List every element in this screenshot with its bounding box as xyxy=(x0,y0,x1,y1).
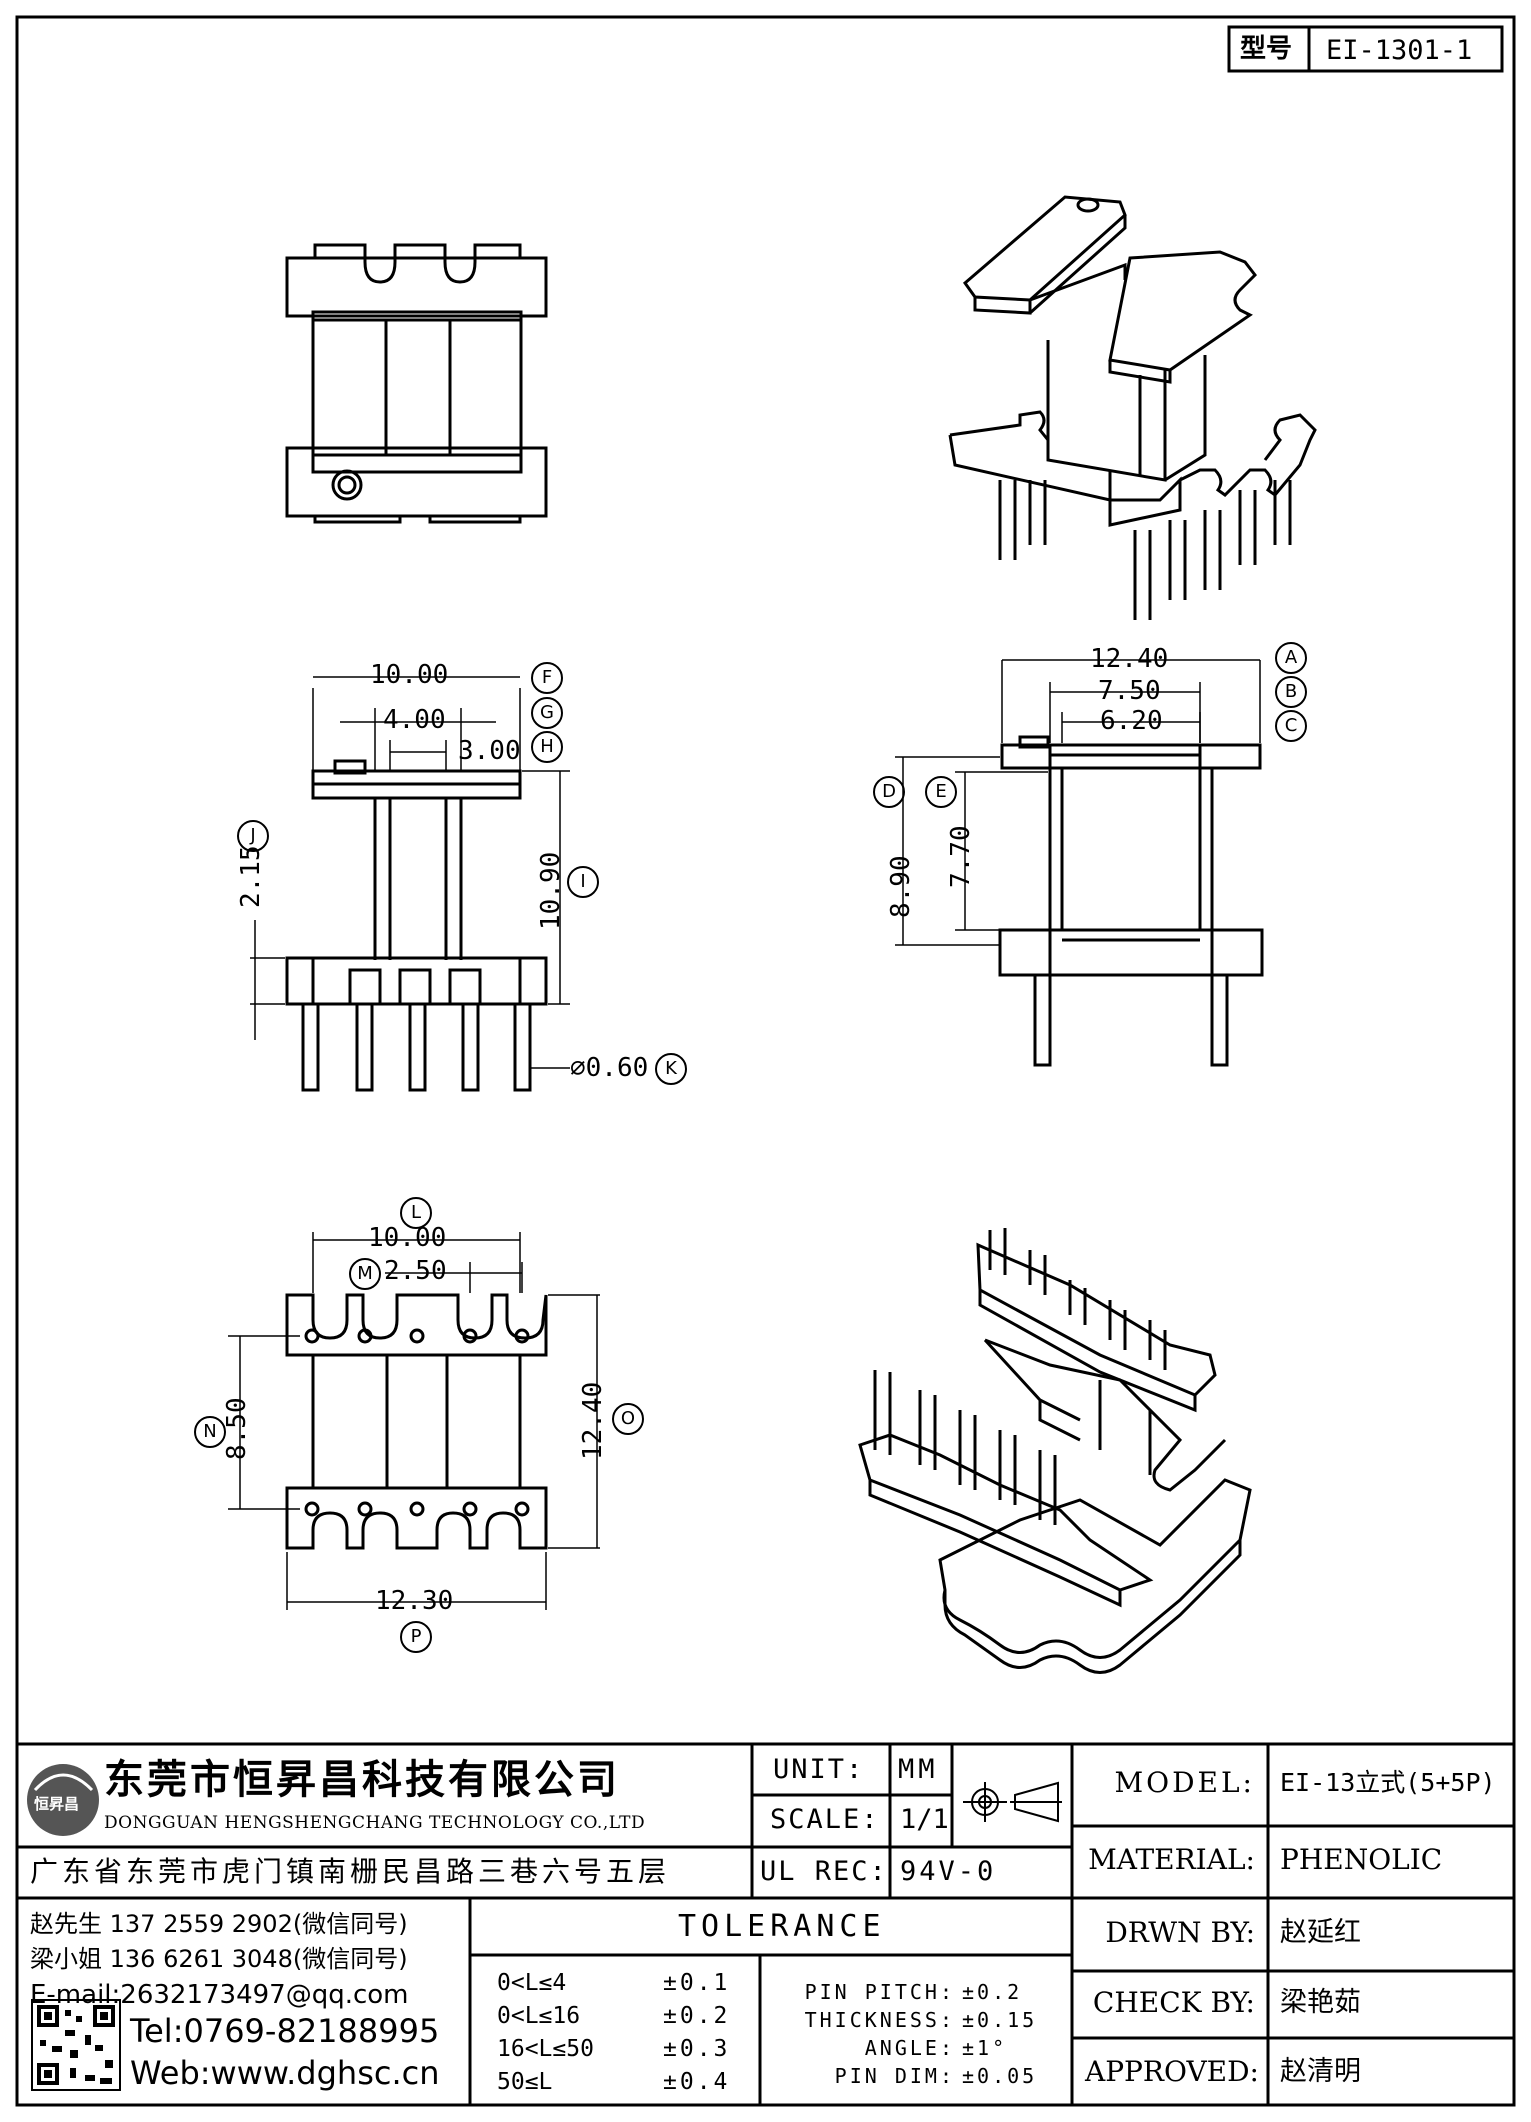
dim-bottom-pin-span: 8.50 xyxy=(222,1397,252,1460)
dim-side-flange: 3.00 xyxy=(458,736,521,766)
info-check-label: CHECK BY: xyxy=(1092,1986,1255,2019)
top-view xyxy=(285,243,548,524)
info-drawn-value: 赵延红 xyxy=(1280,1917,1361,1948)
spec-name-2: THICKNESS: xyxy=(804,2008,955,2032)
spec-name-4: PIN DIM: xyxy=(834,2064,955,2088)
dim-side-height: 10.90 xyxy=(536,851,566,930)
info-approved-value: 赵清明 xyxy=(1280,2056,1361,2087)
dim-side-width: 10.00 xyxy=(370,660,449,690)
model-box xyxy=(1227,25,1504,73)
bottom-view xyxy=(285,1293,548,1550)
bottom-view-dims xyxy=(228,1232,600,1610)
scale-value: 1/1 xyxy=(900,1804,949,1835)
model-box-label: 型号 xyxy=(1240,34,1293,64)
info-model-value: EI-13立式(5+5P) xyxy=(1280,1768,1496,1797)
balloon-m: M xyxy=(349,1258,381,1290)
qr-code xyxy=(31,1999,121,2091)
unit-value: MM xyxy=(898,1754,939,1785)
spec-name-3: ANGLE: xyxy=(864,2036,955,2060)
company-name-en: DONGGUAN HENGSHENGCHANG TECHNOLOGY CO.,L… xyxy=(104,1813,646,1833)
dim-front-inner: 6.20 xyxy=(1100,706,1163,736)
sheet-border xyxy=(15,15,1516,2107)
info-material-label: MATERIAL: xyxy=(1088,1843,1255,1876)
balloon-b: B xyxy=(1275,676,1307,708)
company-logo xyxy=(27,1764,99,1836)
company-name-cn: 东莞市恒昇昌科技有限公司 xyxy=(104,1757,620,1803)
iso-view-top xyxy=(948,195,1317,620)
contact-email: E-mail:2632173497@qq.com xyxy=(30,1980,409,2010)
dim-bottom-height: 12.40 xyxy=(578,1381,608,1460)
tol-value-3: ±0.3 xyxy=(663,2036,731,2062)
title-block xyxy=(17,1742,1514,2105)
tol-range-4: 50≤L xyxy=(497,2069,553,2095)
unit-label: UNIT: xyxy=(773,1754,865,1785)
projection-symbol xyxy=(963,1781,1062,1823)
tol-range-1: 0<L≤4 xyxy=(497,1970,567,1996)
contact-2: 梁小姐 136 6261 3048(微信同号) xyxy=(30,1945,408,1973)
company-web: Web:www.dghsc.cn xyxy=(130,2054,440,2092)
spec-tol-4: ±0.05 xyxy=(962,2064,1038,2088)
info-model-label: MODEL: xyxy=(1114,1766,1255,1799)
balloon-n: N xyxy=(194,1416,226,1448)
dim-front-inner-height: 7.70 xyxy=(946,825,976,888)
dim-front-mid: 7.50 xyxy=(1098,676,1161,706)
balloon-i: I xyxy=(567,866,599,898)
balloon-e: E xyxy=(925,776,957,808)
company-address: 广东省东莞市虎门镇南栅民昌路三巷六号五层 xyxy=(30,1855,671,1888)
dim-bottom-width: 10.00 xyxy=(368,1223,447,1253)
front-view-dims xyxy=(895,659,1261,946)
dim-bottom-pitch: 2.50 xyxy=(384,1256,447,1286)
ul-rec-label: UL REC: xyxy=(760,1856,888,1887)
tol-value-4: ±0.4 xyxy=(663,2069,731,2095)
spec-name-1: PIN PITCH: xyxy=(804,1980,955,2004)
ul-rec-value: 94V-0 xyxy=(900,1856,997,1887)
tol-range-2: 0<L≤16 xyxy=(497,2003,581,2029)
tol-value-1: ±0.1 xyxy=(663,1970,731,1996)
tolerance-title: TOLERANCE xyxy=(678,1909,886,1944)
spec-tol-1: ±0.2 xyxy=(962,1980,1023,2004)
front-view xyxy=(998,735,1264,1067)
info-drawn-label: DRWN BY: xyxy=(1105,1916,1255,1949)
info-material-value: PHENOLIC xyxy=(1280,1843,1443,1876)
dim-bottom-base-width: 12.30 xyxy=(375,1586,454,1616)
balloon-j: J xyxy=(237,820,269,852)
iso-view-bottom xyxy=(858,1228,1252,1674)
balloon-k: K xyxy=(655,1053,687,1085)
contact-1: 赵先生 137 2559 2902(微信同号) xyxy=(30,1910,408,1938)
company-tel: Tel:0769-82188995 xyxy=(130,2012,440,2050)
spec-tol-2: ±0.15 xyxy=(962,2008,1038,2032)
dim-front-width: 12.40 xyxy=(1090,644,1169,674)
side-view-dims xyxy=(250,676,570,1069)
dim-pin-dia: ∅0.60 xyxy=(570,1053,649,1083)
balloon-h: H xyxy=(531,731,563,763)
dim-front-height: 8.90 xyxy=(886,855,916,918)
dim-side-base: 2.15 xyxy=(236,845,266,908)
info-approved-label: APPROVED: xyxy=(1085,2055,1259,2088)
balloon-d: D xyxy=(873,776,905,808)
logo-text: 恒昇昌 xyxy=(34,1795,80,1813)
balloon-g: G xyxy=(531,697,563,729)
dim-side-window: 4.00 xyxy=(383,705,446,735)
model-box-value: EI-1301-1 xyxy=(1326,35,1473,66)
scale-label: SCALE: xyxy=(770,1804,880,1835)
balloon-l: L xyxy=(400,1197,432,1229)
balloon-c: C xyxy=(1275,710,1307,742)
tol-value-2: ±0.2 xyxy=(663,2003,731,2029)
balloon-p: P xyxy=(400,1621,432,1653)
tol-range-3: 16<L≤50 xyxy=(497,2036,594,2062)
balloon-a: A xyxy=(1275,642,1307,674)
balloon-o: O xyxy=(612,1403,644,1435)
spec-tol-3: ±1° xyxy=(962,2036,1008,2060)
side-view xyxy=(285,759,548,1092)
info-check-value: 梁艳茹 xyxy=(1280,1987,1361,2018)
balloon-f: F xyxy=(531,662,563,694)
